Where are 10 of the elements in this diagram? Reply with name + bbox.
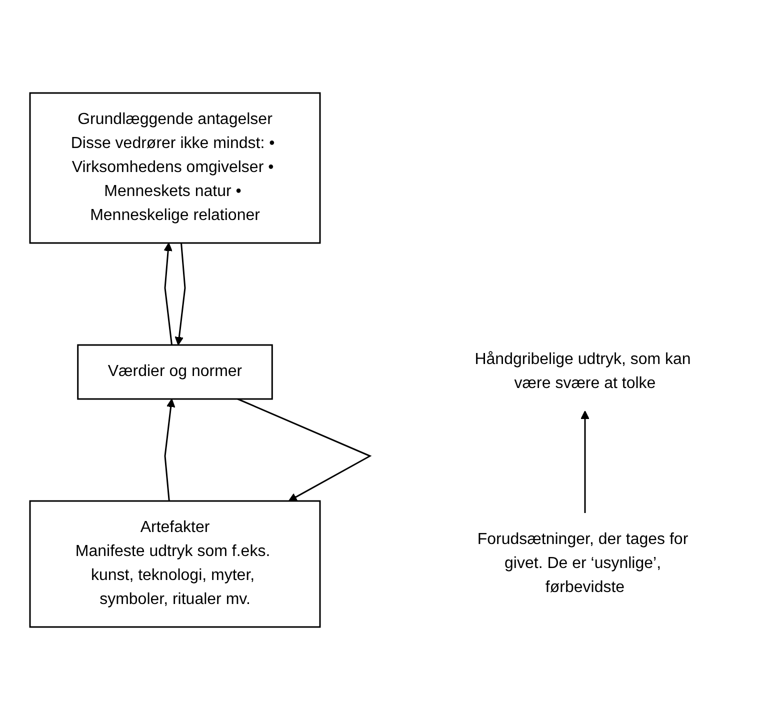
arrow [174,242,186,345]
node-box: Værdier og normer [77,344,273,400]
arrow [164,242,173,345]
arrow [580,410,590,512]
arrow [237,398,372,501]
node-text: Forudsætninger, der tages for givet. De er ‘usynlige’, førbevidste [477,530,688,596]
node-box: Grundlæggende antagelser Disse vedrører ikke mindst: • Virksomhedens omgivelser • Menneskets natur • Menneskelige relationer [29,92,321,244]
node-box: Artefakter Manifeste udtryk som f.eks. kunst, teknologi, myter, symboler, ritualer mv. [29,500,321,628]
node-text: Håndgribelige udtryk, som kan være svære at tolke [474,350,691,392]
arrow [164,398,176,501]
